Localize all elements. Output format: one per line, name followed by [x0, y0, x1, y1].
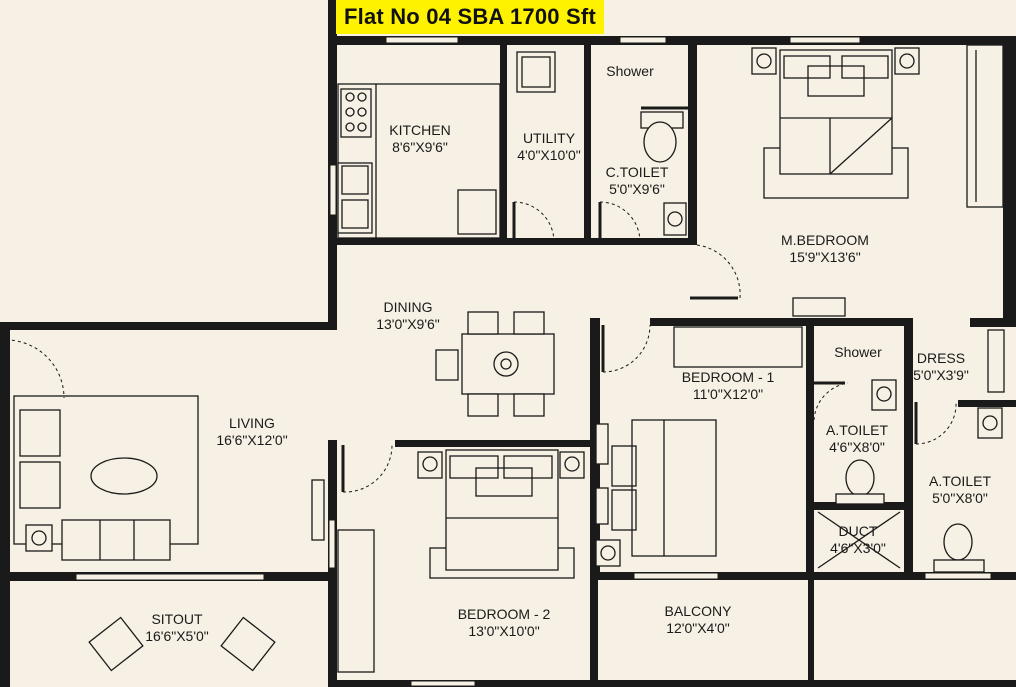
room-a-toilet-2: A.TOILET 5'0"X8'0" [929, 473, 991, 507]
room-size: 4'0"X10'0" [517, 147, 581, 163]
room-size: 5'0"X9'6" [609, 181, 665, 197]
room-size: 8'6"X9'6" [392, 139, 448, 155]
room-name: BEDROOM - 2 [457, 606, 551, 622]
room-shower-2: Shower [834, 344, 881, 361]
room-size: 5'0"X3'9" [913, 367, 969, 383]
kitchen-fixtures [337, 51, 556, 239]
sitout-chairs [88, 616, 276, 672]
room-name: C.TOILET [605, 164, 669, 180]
room-sitout: SITOUT 16'6"X5'0" [145, 611, 209, 645]
living-fixtures [13, 395, 325, 561]
room-name: BEDROOM - 1 [681, 369, 775, 385]
bedroom-2-fixtures [337, 449, 585, 673]
room-size: 4'6"X8'0" [829, 439, 885, 455]
bath-fixtures [817, 329, 1005, 573]
room-duct: DUCT 4'6"X3'0" [830, 523, 886, 557]
windows [75, 36, 992, 687]
room-name: LIVING [229, 415, 275, 431]
room-size: 5'0"X8'0" [932, 490, 988, 506]
room-bedroom-2: BEDROOM - 2 13'0"X10'0" [458, 606, 551, 640]
room-dress: DRESS 5'0"X3'9" [913, 350, 969, 384]
room-size: 16'6"X5'0" [145, 628, 209, 644]
room-size: 4'6"X3'0" [830, 540, 886, 556]
doors [4, 201, 957, 493]
room-name: UTILITY [522, 130, 576, 146]
room-name: M.BEDROOM [781, 232, 869, 248]
room-size: 13'0"X9'6" [376, 316, 440, 332]
room-size: 12'0"X4'0" [666, 620, 730, 636]
room-c-toilet: C.TOILET 5'0"X9'6" [606, 164, 669, 198]
room-name: Shower [606, 63, 654, 79]
room-name: A.TOILET [929, 473, 991, 489]
room-a-toilet-1: A.TOILET 4'6"X8'0" [826, 422, 888, 456]
room-size: 15'9"X13'6" [789, 249, 861, 265]
title-banner: Flat No 04 SBA 1700 Sft [336, 0, 604, 34]
room-size: 11'0"X12'0" [692, 386, 764, 402]
room-balcony: BALCONY 12'0"X4'0" [665, 603, 732, 637]
room-name: DRESS [916, 350, 966, 366]
room-name: A.TOILET [826, 422, 888, 438]
room-dining: DINING 13'0"X9'6" [376, 299, 440, 333]
room-name: KITCHEN [389, 122, 451, 138]
room-m-bedroom: M.BEDROOM 15'9"X13'6" [781, 232, 869, 266]
c-toilet-fixtures [640, 106, 688, 236]
room-kitchen: KITCHEN 8'6"X9'6" [389, 122, 450, 156]
room-utility: UTILITY 4'0"X10'0" [517, 130, 581, 164]
room-name: BALCONY [664, 603, 732, 619]
room-name: DINING [383, 299, 433, 315]
room-living: LIVING 16'6"X12'0" [216, 415, 287, 449]
room-shower-1: Shower [606, 63, 653, 80]
room-size: 13'0"X10'0" [468, 623, 540, 639]
m-bedroom-fixtures [751, 44, 1004, 317]
room-name: SITOUT [151, 611, 203, 627]
room-name: Shower [834, 344, 882, 360]
dining-table [435, 311, 555, 417]
room-name: DUCT [838, 523, 878, 539]
room-size: 16'6"X12'0" [216, 432, 288, 448]
bedroom-1-fixtures [595, 326, 803, 567]
room-bedroom-1: BEDROOM - 1 11'0"X12'0" [682, 369, 775, 403]
